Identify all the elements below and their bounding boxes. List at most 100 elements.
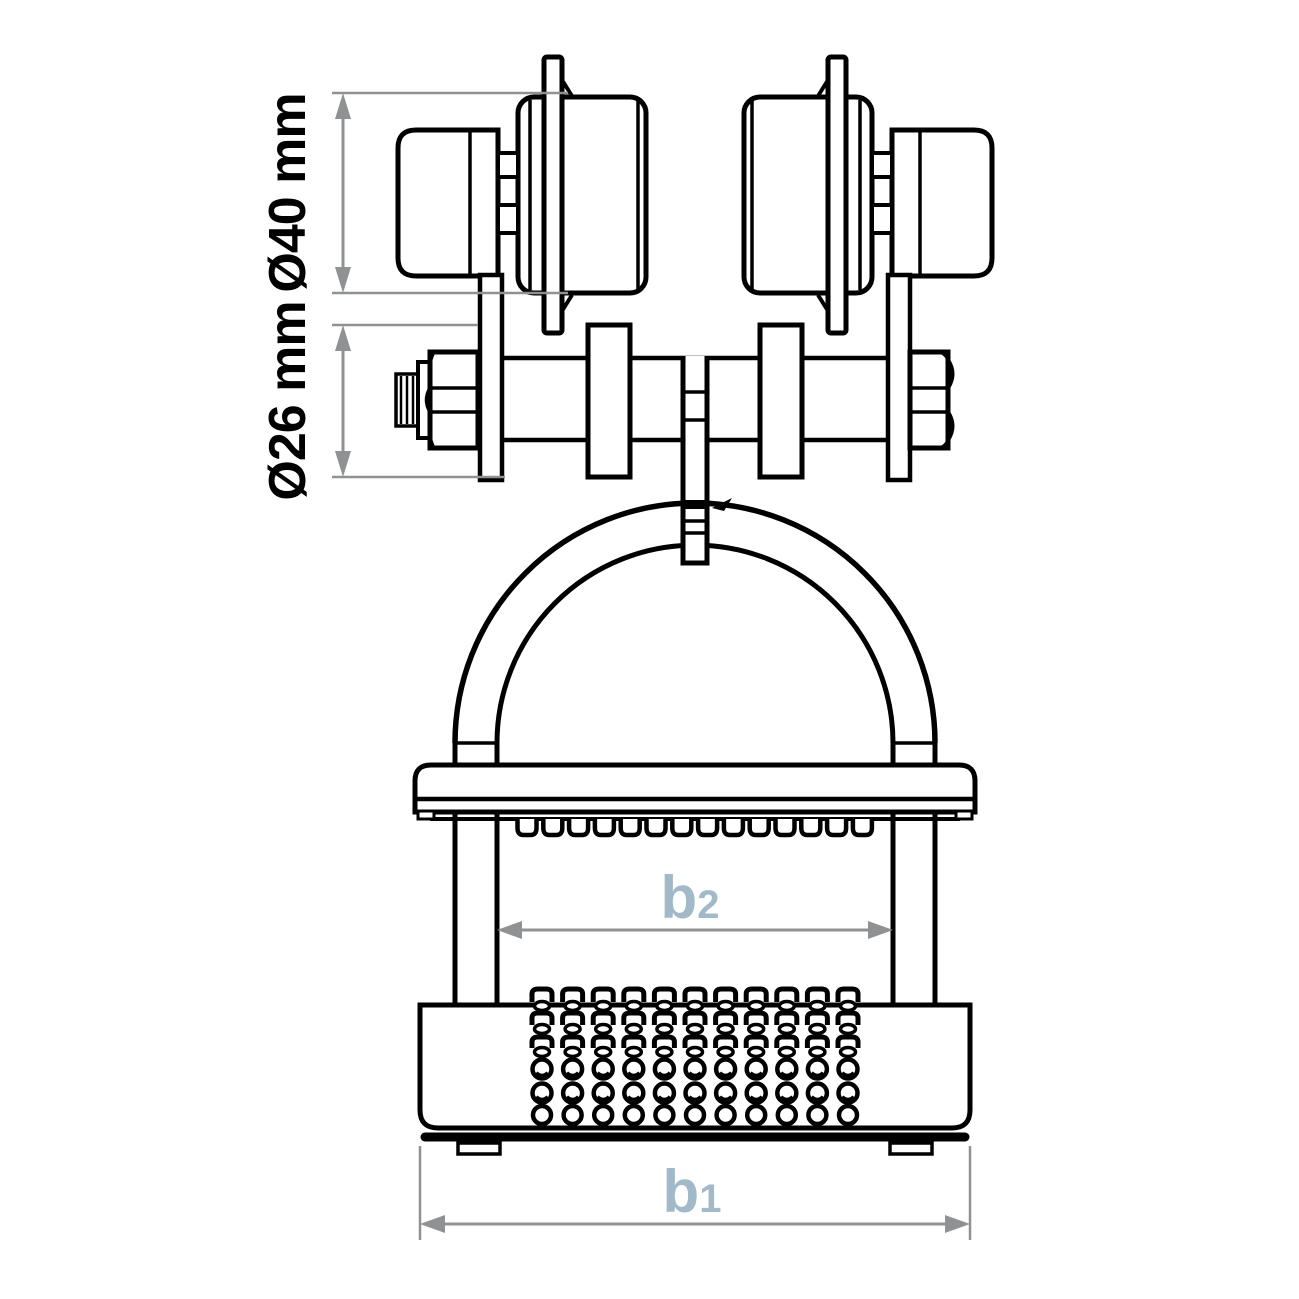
saddle-stud bbox=[530, 1103, 554, 1127]
inner-width-label: b2 bbox=[661, 864, 720, 931]
cable-tab bbox=[618, 819, 642, 838]
flange-disc-left bbox=[541, 54, 574, 336]
cable-tab bbox=[541, 819, 565, 838]
buffer-block-left bbox=[395, 127, 520, 279]
saddle-foot-right bbox=[888, 1141, 934, 1156]
saddle-stud bbox=[560, 1081, 585, 1105]
saddle-stud bbox=[591, 1081, 615, 1105]
saddle-stud bbox=[713, 1081, 738, 1105]
saddle-stud bbox=[621, 986, 647, 1013]
dim-inner-width: b2 bbox=[497, 864, 893, 939]
side-plate-right bbox=[885, 272, 913, 483]
saddle-stud bbox=[744, 1081, 768, 1105]
saddle-stud bbox=[682, 1010, 708, 1036]
buffer-tab bbox=[870, 151, 894, 179]
saddle-stud bbox=[805, 1081, 830, 1105]
cable-tab bbox=[515, 819, 539, 838]
wheel-diameter-label: Ø40 mm bbox=[259, 93, 317, 292]
saddle-stud bbox=[622, 1081, 646, 1105]
saddle-stud bbox=[775, 1081, 799, 1105]
bar-notch-left bbox=[416, 809, 436, 821]
cable-tab bbox=[747, 819, 771, 838]
cable-tab bbox=[824, 819, 849, 838]
saddle-stud bbox=[713, 1010, 739, 1036]
saddle-stud bbox=[560, 986, 586, 1013]
clamp-bar bbox=[412, 762, 978, 821]
cable-tab bbox=[773, 819, 797, 838]
saddle-stud bbox=[835, 1010, 861, 1036]
saddle-stud bbox=[529, 1010, 555, 1036]
buffer-tab bbox=[496, 151, 520, 179]
saddle-stud bbox=[683, 1081, 707, 1105]
buffer-block-right bbox=[870, 127, 995, 279]
saddle-stud bbox=[530, 1081, 554, 1105]
saddle-stud bbox=[651, 986, 677, 1013]
saddle-stud bbox=[590, 986, 616, 1013]
saddle-stud bbox=[621, 1010, 647, 1036]
saddle-stud bbox=[591, 1103, 615, 1127]
saddle-stud bbox=[835, 986, 861, 1013]
saddle-stud bbox=[713, 1057, 738, 1081]
cable-tab bbox=[592, 819, 617, 838]
cable-tab bbox=[850, 819, 875, 838]
saddle-stud bbox=[744, 1103, 768, 1127]
saddle-stud bbox=[744, 1057, 768, 1081]
cable-tab bbox=[670, 819, 694, 838]
dim-axle-diameter: Ø26 mm bbox=[259, 301, 505, 501]
spacer-left bbox=[585, 322, 633, 480]
saddle-stud bbox=[683, 1103, 707, 1127]
saddle-stud bbox=[530, 1057, 554, 1081]
saddle-stud bbox=[835, 1034, 861, 1059]
saddle-stud bbox=[591, 1057, 615, 1081]
saddle-stud bbox=[713, 1034, 739, 1059]
saddle-stud bbox=[560, 1034, 586, 1059]
saddle-stud bbox=[652, 1057, 677, 1081]
saddle-stud bbox=[743, 1010, 769, 1036]
saddle-stud bbox=[652, 1081, 677, 1105]
saddle-stud bbox=[836, 1081, 860, 1105]
hex-bolt-right bbox=[907, 349, 955, 451]
cable-tab bbox=[695, 819, 720, 838]
saddle-stud bbox=[590, 1010, 616, 1036]
wheel-left bbox=[515, 94, 649, 296]
saddle-stud bbox=[775, 1103, 799, 1127]
saddle-stud bbox=[804, 1010, 830, 1036]
support-strap-left bbox=[452, 797, 500, 1010]
saddle-foot-left bbox=[456, 1141, 502, 1156]
saddle-stud bbox=[621, 1034, 647, 1059]
arc-tick bbox=[712, 498, 732, 511]
axle-diameter-label: Ø26 mm bbox=[259, 301, 317, 500]
saddle-stud bbox=[805, 1057, 830, 1081]
saddle-stud bbox=[775, 1057, 799, 1081]
hex-nut-left bbox=[394, 349, 481, 451]
saddle-stud bbox=[622, 1057, 646, 1081]
saddle-stud bbox=[529, 986, 555, 1013]
cable-tab bbox=[799, 819, 823, 838]
saddle-stud bbox=[682, 986, 708, 1013]
saddle-stud bbox=[590, 1034, 616, 1059]
outer-width-label: b1 bbox=[663, 1158, 722, 1225]
pin-band bbox=[683, 500, 707, 509]
saddle-stud bbox=[806, 1103, 829, 1127]
hanger-plate bbox=[680, 356, 710, 566]
saddle-stud bbox=[622, 1103, 646, 1127]
saddle-stud bbox=[651, 1010, 677, 1036]
flange-disc-right bbox=[816, 54, 849, 336]
saddle-stud bbox=[529, 1034, 555, 1059]
saddle-stud bbox=[714, 1103, 737, 1127]
bar-notch-right bbox=[954, 809, 974, 821]
saddle-stud bbox=[560, 1057, 585, 1081]
saddle-stud bbox=[836, 1057, 860, 1081]
saddle-stud bbox=[713, 986, 739, 1013]
cable-tab bbox=[721, 819, 746, 838]
spacer-right bbox=[757, 322, 805, 480]
saddle-stud bbox=[774, 1010, 800, 1036]
wheel-right bbox=[741, 94, 875, 296]
saddle-stud bbox=[682, 1034, 708, 1059]
saddle-stud bbox=[774, 986, 800, 1013]
saddle-stud bbox=[561, 1103, 584, 1127]
support-strap-right bbox=[890, 797, 938, 1010]
cable-tabs bbox=[515, 819, 875, 838]
